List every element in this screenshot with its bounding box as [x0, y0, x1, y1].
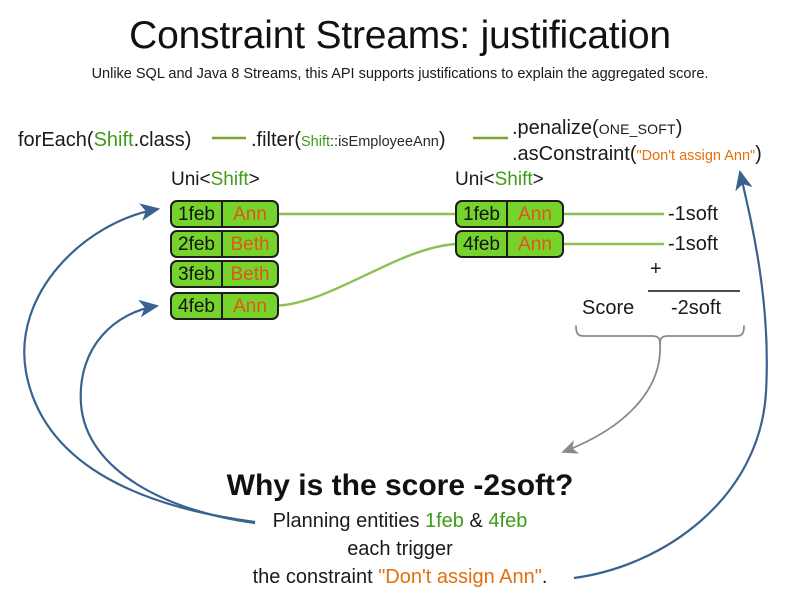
- code-filter: .filter(Shift::isEmployeeAnn): [251, 129, 446, 152]
- penalty-label-1: -1soft: [668, 203, 719, 225]
- code-penalize: .penalize(ONE_SOFT): [512, 117, 682, 140]
- stream-label-left-suffix: >: [248, 169, 260, 190]
- chip-date: 4feb: [457, 232, 508, 256]
- fact-chip-left-3[interactable]: 3feb Beth: [170, 260, 279, 288]
- stream-label-left-type: Shift: [210, 169, 249, 190]
- code-penalize-suffix: ): [675, 117, 683, 139]
- score-total: -2soft: [671, 297, 722, 319]
- explanation-line-3-prefix: the constraint: [252, 566, 379, 588]
- code-filter-suffix: ): [438, 129, 446, 151]
- chip-date: 1feb: [172, 202, 223, 226]
- code-asconstraint-prefix: .asConstraint(: [512, 143, 637, 165]
- stream-label-left-prefix: Uni<: [171, 169, 211, 190]
- sum-rule: [648, 290, 740, 292]
- explanation-line-1-prefix: Planning entities: [272, 510, 425, 532]
- chip-name: Ann: [233, 295, 267, 317]
- explanation-entity-1feb: 1feb: [425, 510, 464, 532]
- plus-sign: +: [650, 258, 662, 280]
- code-penalize-prefix: .penalize(: [512, 117, 599, 139]
- chip-date: 1feb: [457, 202, 508, 226]
- fact-chip-left-1[interactable]: 1feb Ann: [170, 200, 279, 228]
- code-asconstraint-suffix: ): [755, 143, 762, 165]
- chip-name: Beth: [230, 263, 270, 285]
- score-brace: [575, 325, 745, 345]
- chip-name: Ann: [518, 233, 552, 255]
- stream-label-right-type: Shift: [494, 169, 533, 190]
- chip-name: Ann: [233, 203, 267, 225]
- stream-label-right: Uni<Shift>: [455, 169, 544, 191]
- explanation-line-3-suffix: .: [541, 566, 548, 588]
- chip-date: 3feb: [172, 262, 223, 286]
- fact-chip-right-2[interactable]: 4feb Ann: [455, 230, 564, 258]
- stream-label-right-suffix: >: [532, 169, 544, 190]
- code-foreach: forEach(Shift.class): [18, 129, 191, 152]
- code-foreach-type: Shift: [93, 129, 134, 151]
- fact-chip-left-4[interactable]: 4feb Ann: [170, 292, 279, 320]
- explanation-line-2: each trigger: [347, 538, 453, 560]
- code-filter-prefix: .filter(: [251, 129, 301, 151]
- explanation-amp: &: [463, 510, 489, 532]
- chip-date: 4feb: [172, 294, 223, 318]
- explanation-heading: Why is the score -2soft?: [226, 469, 574, 502]
- chip-date: 2feb: [172, 232, 223, 256]
- explanation-line-1: Planning entities 1feb & 4feb: [0, 510, 800, 533]
- fact-chip-right-1[interactable]: 1feb Ann: [455, 200, 564, 228]
- chip-name: Beth: [230, 233, 270, 255]
- page-subtitle: Unlike SQL and Java 8 Streams, this API …: [91, 66, 709, 82]
- explanation-line-3: the constraint "Don't assign Ann".: [0, 566, 800, 589]
- score-explanation-arrow: [561, 343, 661, 454]
- code-filter-type: Shift: [301, 134, 331, 150]
- fact-chip-left-2[interactable]: 2feb Beth: [170, 230, 279, 258]
- code-asconstraint: .asConstraint("Don't assign Ann"): [512, 143, 762, 166]
- code-filter-method: ::isEmployeeAnn: [330, 134, 439, 150]
- stream-label-left: Uni<Shift>: [171, 169, 260, 191]
- code-asconstraint-arg: "Don't assign Ann": [636, 148, 756, 164]
- code-foreach-prefix: forEach(: [18, 129, 94, 151]
- page-title: Constraint Streams: justification: [129, 14, 671, 57]
- code-foreach-suffix: .class): [133, 129, 192, 151]
- explanation-entity-4feb: 4feb: [488, 510, 528, 532]
- stream-label-right-prefix: Uni<: [455, 169, 495, 190]
- connector-line-4feb: [270, 242, 457, 308]
- penalty-label-2: -1soft: [668, 233, 719, 255]
- code-penalize-arg: ONE_SOFT: [598, 121, 676, 137]
- chip-name: Ann: [518, 203, 552, 225]
- score-label: Score: [582, 297, 635, 319]
- explanation-constraint-name: "Don't assign Ann": [378, 566, 542, 588]
